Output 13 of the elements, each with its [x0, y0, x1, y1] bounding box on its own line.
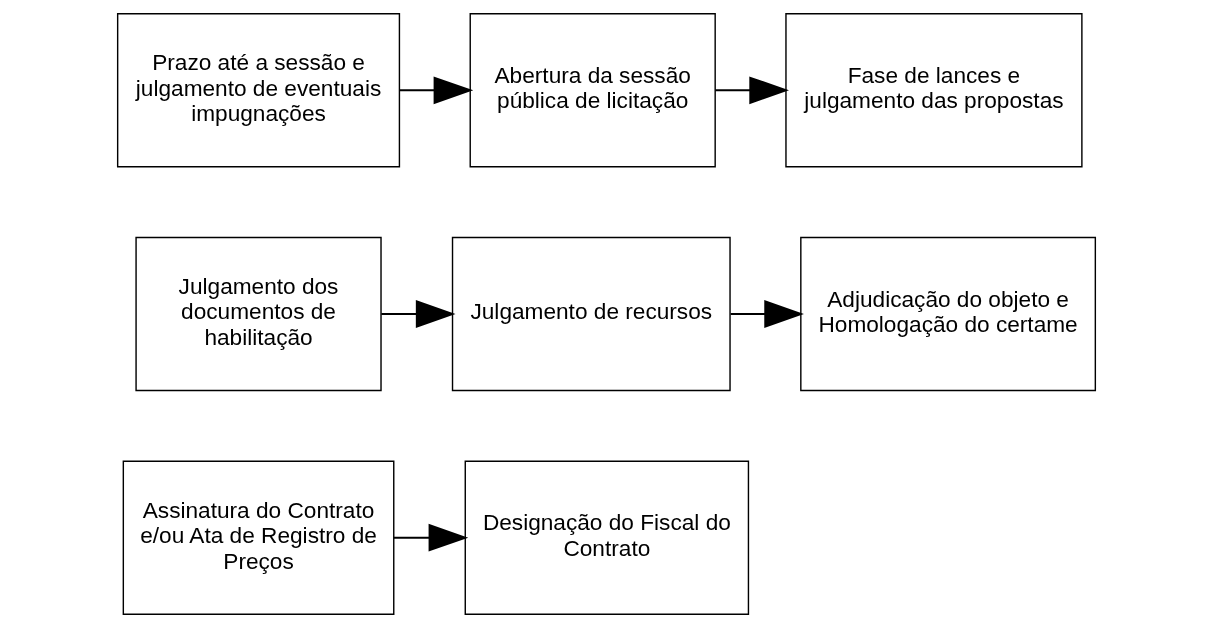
node-box: Fase de lances e julgamento das propostas	[785, 13, 1083, 168]
arrow	[393, 523, 469, 552]
node-box: Designação do Fiscal do Contrato	[464, 460, 750, 615]
node-box: Julgamento dos documentos de habilitação	[135, 236, 382, 392]
node-box: Adjudicação do objeto e Homologação do certame	[800, 236, 1097, 392]
node-box: Julgamento de recursos	[451, 236, 731, 392]
arrow	[715, 76, 789, 105]
arrow	[381, 300, 456, 328]
arrow	[730, 300, 804, 328]
node-box: Assinatura do Contrato e/ou Ata de Registro de Preços	[122, 460, 395, 615]
node-box: Abertura da sessão pública de licitação	[469, 13, 716, 168]
arrow	[399, 76, 474, 105]
node-box: Prazo até a sessão e julgamento de eventuais impugnações	[116, 13, 401, 168]
